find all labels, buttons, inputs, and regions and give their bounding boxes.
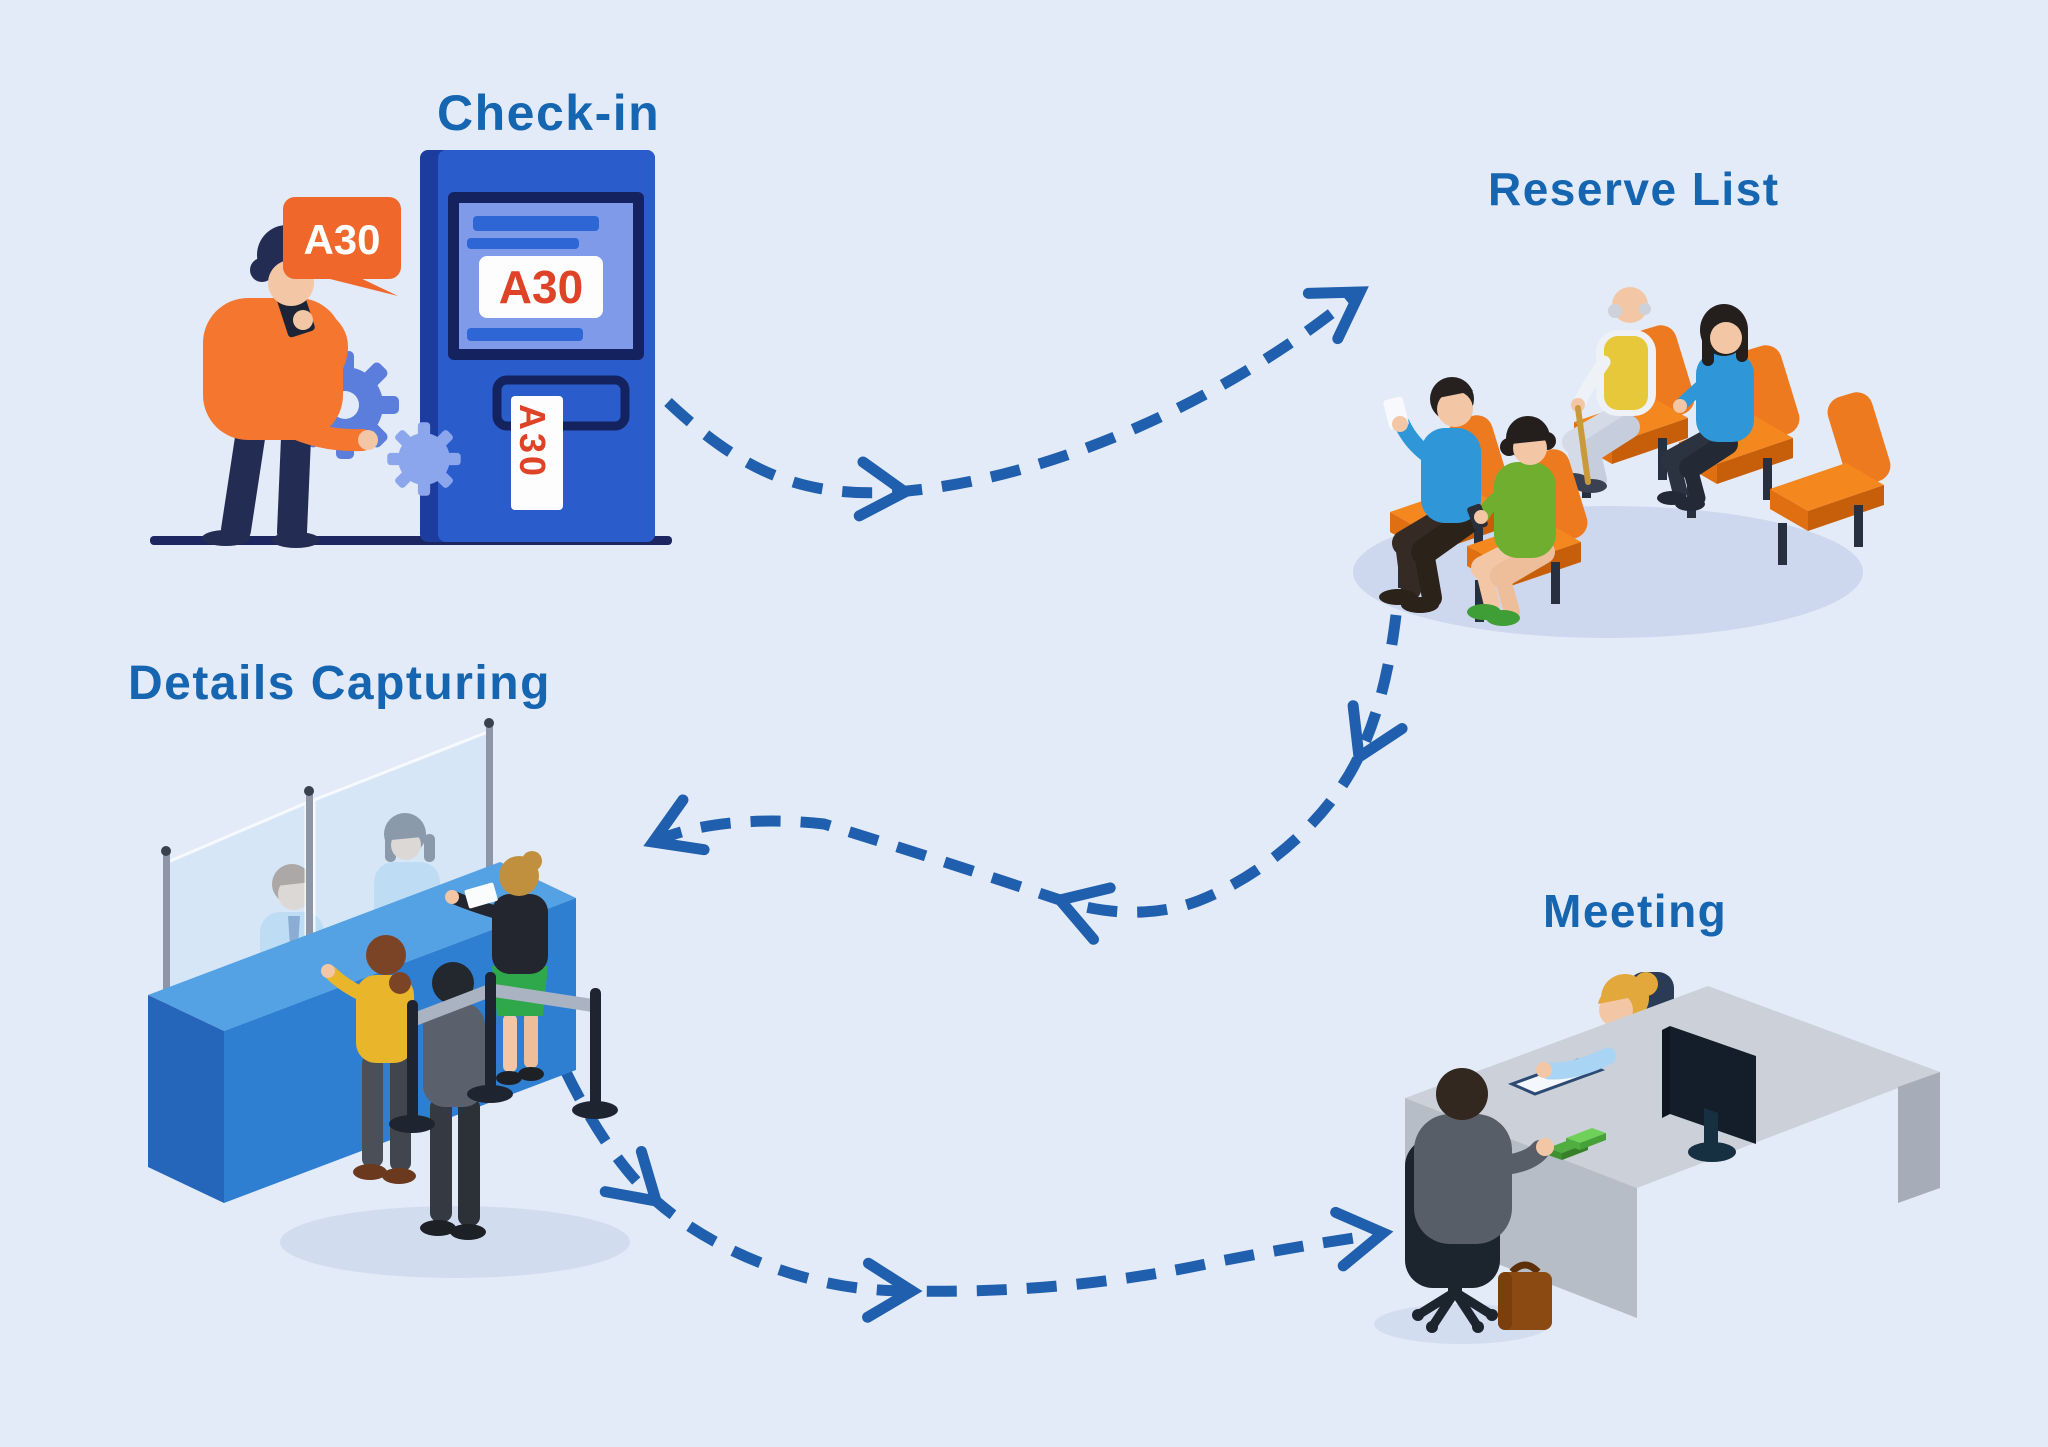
queue-barrier (389, 972, 618, 1133)
printed-ticket (511, 396, 563, 510)
step-label-reserve-list: Reserve List (1488, 163, 1780, 215)
meeting-illustration (1374, 972, 1940, 1344)
arrow-details-to-meeting (561, 1069, 1387, 1318)
step-label-check-in: Check-in (437, 85, 661, 141)
bubble-ticket-number: A30 (303, 216, 380, 263)
screen-ticket-card (479, 256, 603, 318)
arrow-reserve-to-details (642, 614, 1402, 939)
ticket-kiosk: A30 A30 (420, 150, 655, 542)
checkin-illustration: A30 A30 (150, 150, 672, 548)
floor-shadow (280, 1206, 630, 1278)
computer-monitor (1662, 1026, 1756, 1162)
waiting-woman-green (1467, 416, 1556, 626)
ticket-speech-bubble: A30 (283, 197, 401, 296)
customer-man-gray (420, 962, 486, 1240)
customer-woman-green-skirt (445, 851, 548, 1085)
printed-ticket-number: A30 (512, 404, 553, 479)
arrow-checkin-to-reserve (664, 269, 1375, 519)
details-capturing-illustration (148, 718, 630, 1278)
screen-ticket-number: A30 (499, 261, 583, 313)
cane (1575, 405, 1591, 485)
waiting-woman-blue (1657, 304, 1754, 511)
money (1548, 1128, 1606, 1160)
reserve-list-illustration (1353, 287, 1895, 638)
step-label-details-capturing: Details Capturing (128, 657, 551, 710)
customer-woman-yellow (321, 935, 416, 1184)
briefcase (1498, 1261, 1552, 1330)
visitor (1405, 1068, 1554, 1333)
checkin-user (202, 225, 378, 548)
gear-icon-small (387, 422, 461, 496)
waiting-man-phone (1379, 377, 1481, 613)
step-label-meeting: Meeting (1543, 885, 1728, 937)
advisor-arm-clipboard (1507, 1047, 1617, 1096)
waiting-elderly-man (1556, 287, 1656, 493)
form-paper (464, 882, 498, 909)
